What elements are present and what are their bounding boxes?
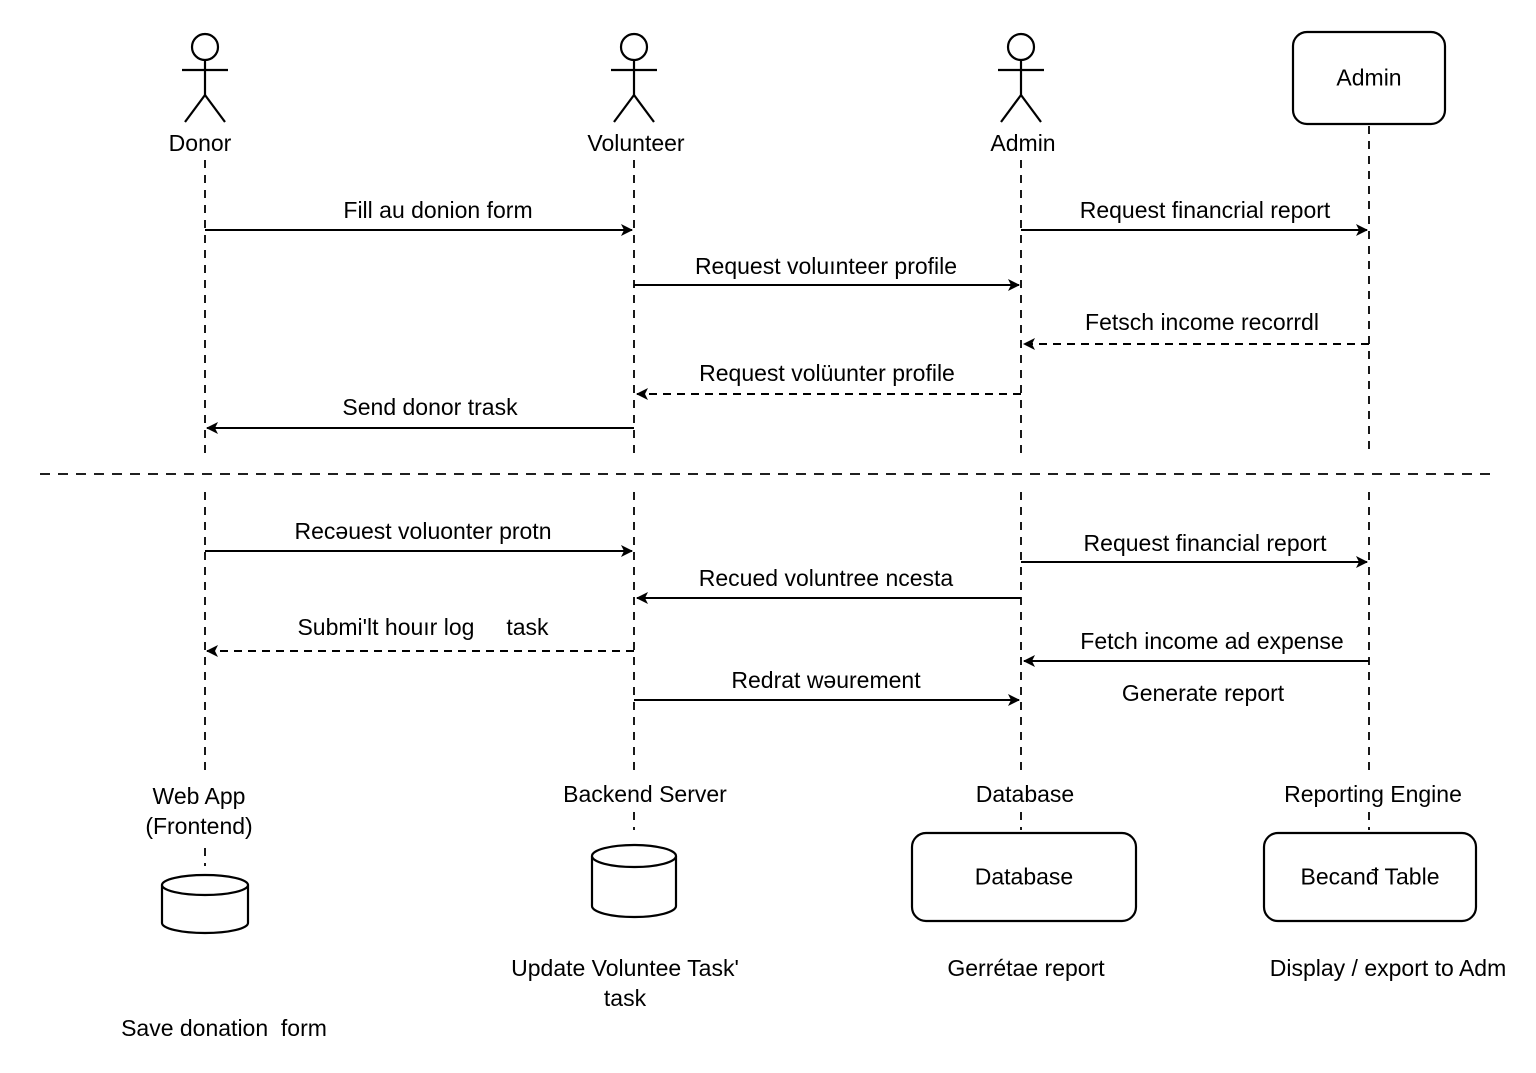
component-label-backend: Backend Server [563, 781, 727, 807]
msg-label-request-volunteer-profile-2: Recəuest voluonter protn [294, 518, 552, 544]
backend-cylinder-icon [590, 843, 678, 919]
msg-label-request-financial-report-2: Request financial report [1083, 530, 1327, 556]
component-label-reporting-engine: Reporting Engine [1284, 781, 1462, 807]
database-box-text: Database [974, 863, 1074, 890]
component-label-database: Database [975, 781, 1075, 807]
donor-actor-icon [182, 32, 228, 123]
note-generate-report: Generate report [1121, 680, 1285, 706]
participant-box-label-admin: Admin [1336, 64, 1402, 91]
actor-label-donor: Donor [168, 130, 232, 156]
caption-display-export: Display / export to Adm [1269, 955, 1507, 981]
reporting-component-box [1262, 831, 1478, 923]
msg-label-submit-hour-log: Submi'lt houır log task [297, 614, 549, 640]
reporting-box-text: Becanđ Table [1300, 863, 1440, 890]
caption-save-donation-form: Save donation form [121, 1015, 327, 1041]
msg-label-recued-volunteer: Recued voluntree ncesta [698, 565, 954, 591]
actor-label-volunteer: Volunteer [587, 130, 685, 156]
component-label-webapp: Web App (Frontend) [145, 783, 253, 839]
caption-generate-report: Gerrétae report [947, 955, 1105, 981]
msg-label-fetch-income-expense: Fetch income ad expense [1080, 628, 1344, 654]
sequence-diagram [40, 30, 1490, 935]
msg-label-fetch-income-record: Fetsch income recorrdl [1085, 309, 1319, 335]
database-component-box [910, 831, 1138, 923]
caption-update-volunteer-task: Update Voluntee Task' task [511, 955, 739, 1011]
admin-participant-box [1291, 30, 1447, 126]
webapp-cylinder-icon [160, 873, 250, 935]
volunteer-actor-icon [611, 32, 657, 123]
msg-label-request-financial-report: Request financrial report [1079, 197, 1331, 223]
msg-label-request-volunteer-profile: Request voluınteer profile [694, 253, 958, 279]
msg-label-request-volunteer-profile-return: Request volüunter profile [699, 360, 955, 386]
admin-actor-icon [998, 32, 1044, 123]
msg-label-redraft-measurement: Redrat wəurement [731, 667, 921, 693]
msg-label-fill-form: Fill au donion form [343, 197, 533, 223]
actor-label-admin: Admin [990, 130, 1056, 156]
msg-label-send-donor-task: Send donor trask [342, 394, 518, 420]
